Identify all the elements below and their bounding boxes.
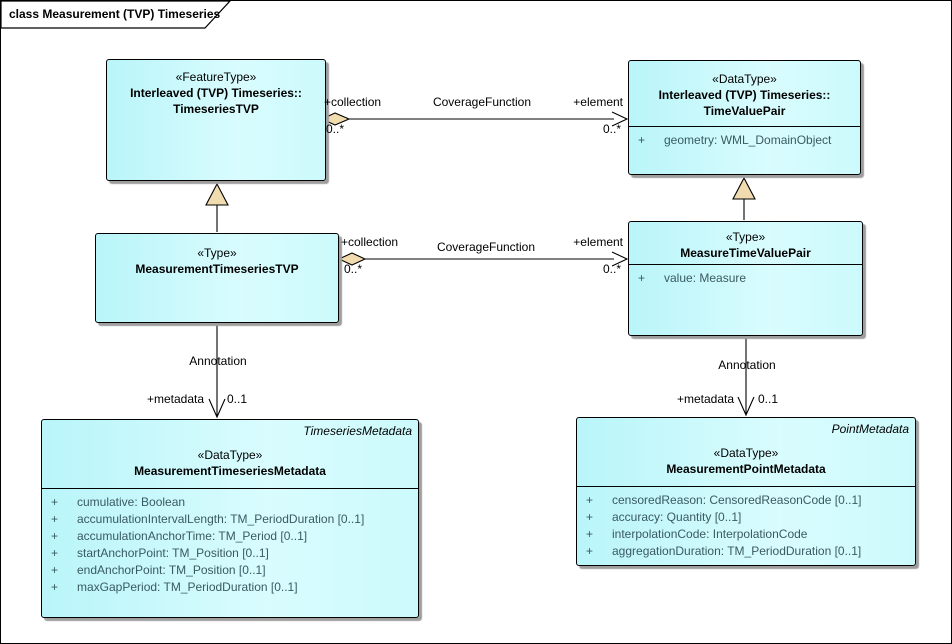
role-label-element: +element (573, 95, 623, 109)
dependency-name: Annotation (189, 354, 247, 368)
role-label-collection: +collection (324, 95, 382, 109)
aggregation-diamond-icon (320, 112, 351, 126)
class-name: MeasurementTimeseriesTVP (135, 262, 299, 276)
attribute: + accuracy: Quantity [0..1] (586, 510, 742, 524)
class-measurementtimeseriestvp[interactable]: «Type» MeasurementTimeseriesTVP (95, 233, 339, 323)
stereotype-label: «DataType» (712, 72, 777, 86)
aggregation-diamond-icon (337, 252, 367, 266)
multiplicity-label: 0..1 (227, 392, 248, 406)
diagram-frame-title: class Measurement (TVP) Timeseries (9, 7, 221, 21)
class-measuretimevaluepair[interactable]: «Type» MeasureTimeValuePair + value: Mea… (628, 221, 863, 336)
generalization-right[interactable] (732, 176, 756, 220)
attribute: + value: Measure (638, 271, 747, 285)
annotation-left-connector[interactable] (208, 323, 226, 419)
attribute: + interpolationCode: InterpolationCode (586, 527, 808, 541)
class-name: Interleaved (TVP) Timeseries:: (658, 88, 831, 102)
attribute: + maxGapPeriod: TM_PeriodDuration [0..1] (51, 580, 298, 594)
attribute: + cumulative: Boolean (51, 495, 186, 509)
role-label-element: +element (573, 235, 623, 249)
class-measurementtimeseriesmetadata[interactable]: TimeseriesMetadata «DataType» Measuremen… (41, 419, 419, 618)
attribute: + aggregationDuration: TM_PeriodDuration… (586, 544, 862, 558)
attribute: + endAnchorPoint: TM_Position [0..1] (51, 563, 266, 577)
dependency-name: Annotation (718, 358, 776, 372)
annotation-right-connector[interactable] (737, 336, 755, 417)
class-timevaluepair[interactable]: «DataType» Interleaved (TVP) Timeseries:… (628, 60, 861, 175)
generalization-triangle-icon (205, 182, 229, 206)
generalization-left[interactable] (205, 182, 229, 232)
stereotype-label: «Type» (725, 230, 766, 244)
attribute: + censoredReason: CensoredReasonCode [0.… (586, 493, 862, 507)
open-arrow-icon (737, 396, 755, 417)
association-name: CoverageFunction (432, 95, 532, 109)
class-name: TimeValuePair (703, 104, 786, 118)
association-name: CoverageFunction (436, 240, 536, 254)
open-arrow-icon (208, 398, 226, 419)
class-name: MeasureTimeValuePair (680, 246, 811, 260)
class-name: TimeseriesTVP (173, 102, 259, 116)
multiplicity-label: 0..1 (758, 392, 779, 406)
generalization-triangle-icon (732, 176, 756, 200)
class-name: MeasurementTimeseriesMetadata (134, 464, 326, 478)
role-label-collection: +collection (341, 235, 399, 249)
role-label-metadata: +metadata (676, 392, 734, 406)
association-coverage-top[interactable] (320, 111, 629, 127)
open-arrow-icon (611, 251, 629, 267)
stereotype-label: «Type» (197, 246, 237, 260)
attribute: + startAnchorPoint: TM_Position [0..1] (51, 546, 269, 560)
class-timeseriestvp[interactable]: «FeatureType» Interleaved (TVP) Timeseri… (106, 59, 326, 181)
stereotype-label: «DataType» (197, 448, 263, 462)
parent-type-label: TimeseriesMetadata (303, 424, 412, 438)
stereotype-label: «DataType» (713, 446, 779, 460)
multiplicity-label: 0..* (344, 262, 363, 276)
attribute: + accumulationAnchorTime: TM_Period [0..… (51, 529, 308, 543)
multiplicity-label: 0..* (602, 262, 621, 276)
frame-tab-shape (1, 1, 231, 29)
class-name: MeasurementPointMetadata (666, 462, 826, 476)
stereotype-label: «FeatureType» (175, 70, 257, 84)
multiplicity-label: 0..* (602, 122, 621, 136)
attribute: + accumulationIntervalLength: TM_PeriodD… (51, 512, 365, 526)
attribute: + geometry: WML_DomainObject (638, 133, 832, 147)
parent-type-label: PointMetadata (831, 422, 909, 436)
association-coverage-bottom[interactable] (337, 251, 629, 267)
open-arrow-icon (611, 111, 629, 127)
role-label-metadata: +metadata (146, 392, 204, 406)
multiplicity-label: 0..* (326, 122, 345, 136)
class-measurementpointmetadata[interactable]: PointMetadata «DataType» MeasurementPoin… (576, 417, 916, 566)
class-name: Interleaved (TVP) Timeseries:: (130, 86, 302, 100)
